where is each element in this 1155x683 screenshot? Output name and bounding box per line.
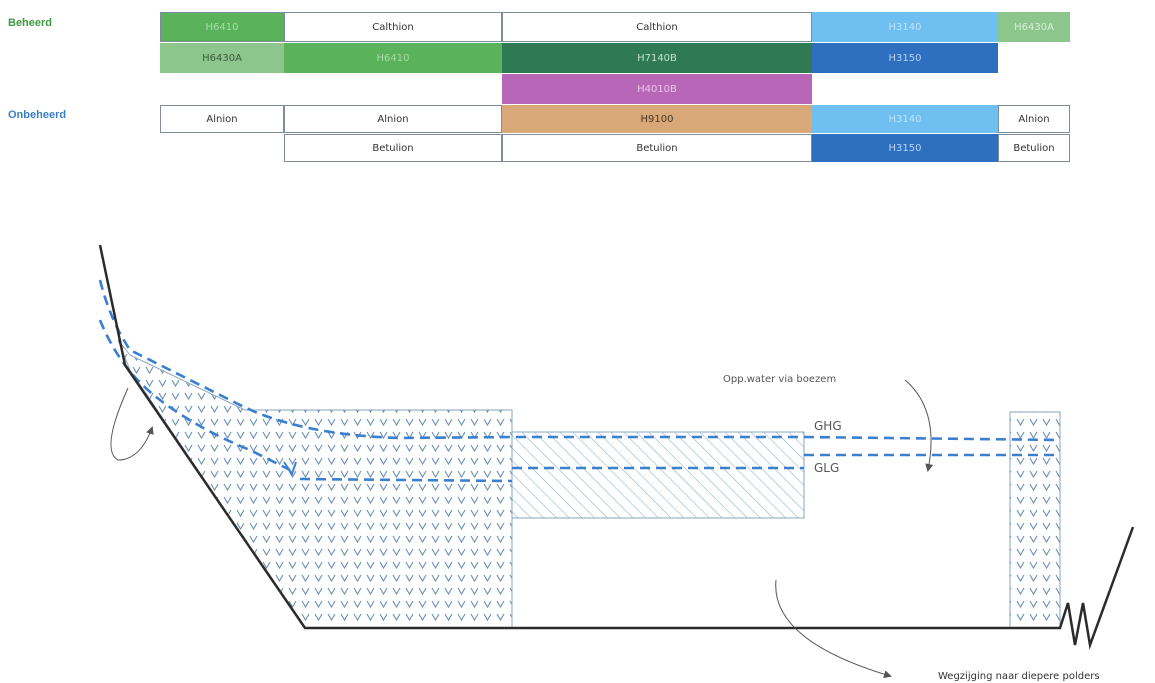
surface-water-arrow — [905, 380, 931, 470]
surface-water-label: Opp.water via boezem — [723, 374, 836, 385]
glg-label: GLG — [814, 461, 839, 475]
open-water-hatched — [512, 432, 804, 518]
seepage-label: Wegzijging naar diepere polders — [938, 671, 1100, 682]
slope-annotation-arrow — [111, 388, 152, 460]
ghg-label: GHG — [814, 419, 842, 433]
right-vegetation-strip — [1010, 412, 1060, 628]
slope-vegetation-zone — [118, 340, 512, 628]
